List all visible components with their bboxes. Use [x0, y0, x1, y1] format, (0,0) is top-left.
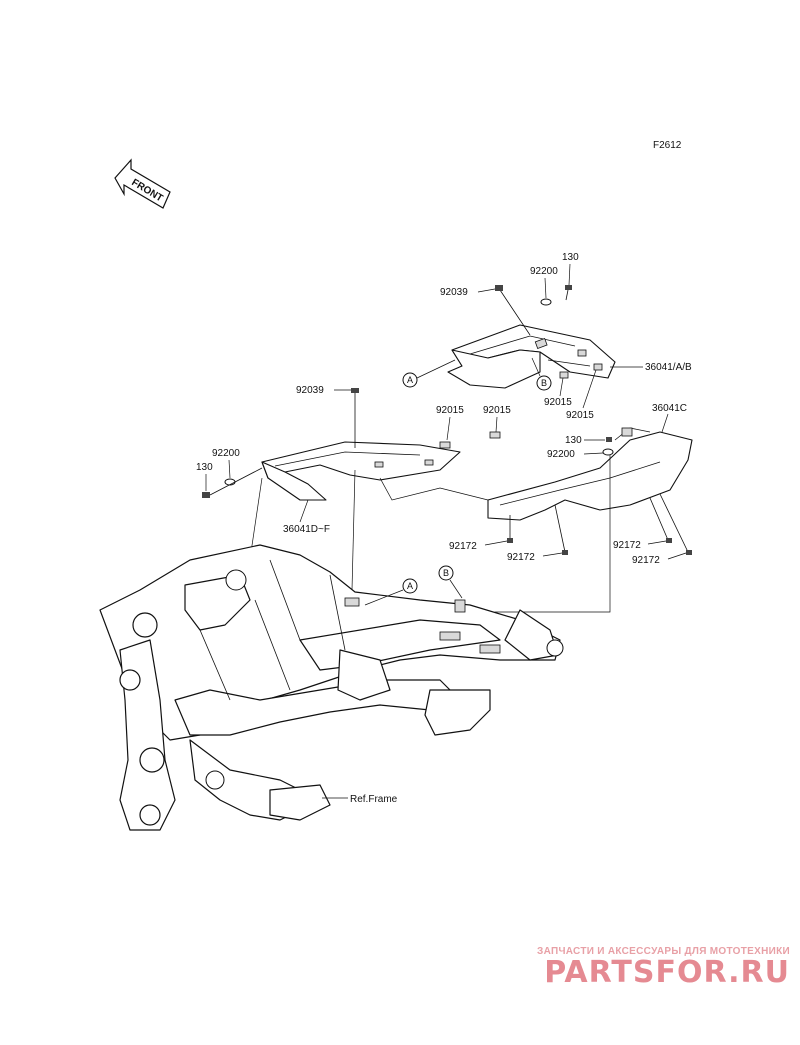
- label-36041ab: 36041/A/B: [645, 362, 692, 373]
- part-labels: 130 92200 92039 36041/A/B 92015 92015 92…: [196, 252, 692, 805]
- callout-b-frame: B: [438, 565, 463, 599]
- label-92172-2: 92172: [507, 552, 535, 563]
- washer-92200-left: [224, 478, 236, 486]
- label-36041c: 36041C: [652, 403, 687, 414]
- label-92015-right: 92015: [483, 405, 511, 416]
- watermark: ЗАПЧАСТИ И АКСЕССУАРЫ ДЛЯ МОТОТЕХНИКИ PA…: [470, 946, 790, 990]
- svg-text:B: B: [541, 378, 547, 388]
- label-92015-ab-1: 92015: [544, 397, 572, 408]
- screw-130-upper: [565, 285, 572, 301]
- label-92172-4: 92172: [632, 555, 660, 566]
- rear-cover-upper: [447, 324, 616, 389]
- callout-a-frame: A: [364, 578, 418, 606]
- front-arrow-icon: FRONT: [114, 158, 171, 209]
- label-92172-3: 92172: [613, 540, 641, 551]
- label-92039-mid: 92039: [296, 385, 324, 396]
- screw-92172-set: [507, 493, 692, 555]
- label-ref-frame: Ref.Frame: [350, 794, 398, 805]
- label-36041df: 36041D~F: [283, 524, 330, 535]
- svg-text:A: A: [407, 581, 413, 591]
- label-92200-left: 92200: [212, 448, 240, 459]
- svg-text:B: B: [443, 568, 449, 578]
- callout-b-upper: B: [531, 357, 552, 391]
- svg-text:A: A: [407, 375, 413, 385]
- label-130-left: 130: [196, 462, 213, 473]
- bolt-92039-upper: [495, 285, 531, 336]
- label-130-upper: 130: [562, 252, 579, 263]
- label-92200-right: 92200: [547, 449, 575, 460]
- rear-cover-left: [261, 388, 501, 501]
- screw-130-left: [202, 467, 263, 498]
- rear-cover-right: [487, 427, 693, 521]
- label-92015-ab-2: 92015: [566, 410, 594, 421]
- figure-id: F2612: [653, 140, 682, 151]
- label-130-right: 130: [565, 435, 582, 446]
- watermark-brand: PARTSFOR.RU: [544, 955, 790, 990]
- label-92172-1: 92172: [449, 541, 477, 552]
- label-92200-upper: 92200: [530, 266, 558, 277]
- callout-a-upper: A: [402, 359, 456, 388]
- washer-92200-upper: [540, 298, 552, 306]
- motorcycle-frame: [99, 544, 564, 831]
- label-92039-upper: 92039: [440, 287, 468, 298]
- watermark-subtitle: ЗАПЧАСТИ И АКСЕССУАРЫ ДЛЯ МОТОТЕХНИКИ: [537, 946, 790, 957]
- label-92015-left: 92015: [436, 405, 464, 416]
